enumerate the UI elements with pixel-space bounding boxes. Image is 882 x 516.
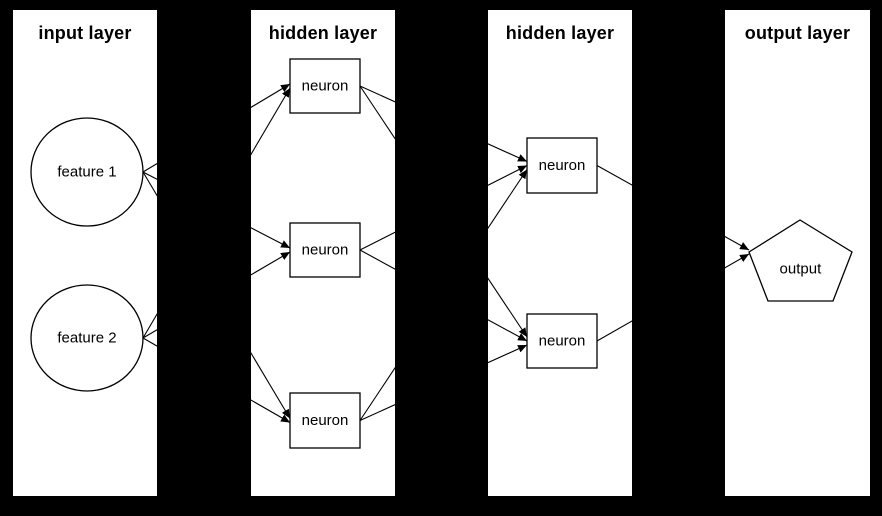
- node-label-h2-neuron-2: neuron: [539, 333, 586, 350]
- edge-h1-neuron-2-to-h2-neuron-2: [359, 249, 528, 342]
- edge-h2-neuron-2-to-output: [596, 253, 750, 342]
- node-feature-1: [30, 117, 144, 227]
- diagram-nodes: feature 1 feature 2 neuron neuron neuron neur…: [30, 58, 853, 449]
- panel-input-layer: input layer: [13, 10, 157, 496]
- edge-feature-2-to-h1-neuron-2: [142, 251, 291, 339]
- connection-edges: [142, 83, 750, 423]
- node-output: [748, 219, 853, 302]
- edge-h1-neuron-1-to-h2-neuron-2: [359, 85, 528, 338]
- edge-feature-1-to-h1-neuron-3: [142, 171, 291, 419]
- edge-h1-neuron-3-to-h2-neuron-1: [359, 169, 528, 421]
- node-label-h1-neuron-2: neuron: [302, 242, 349, 259]
- edge-feature-1-to-h1-neuron-1: [142, 83, 291, 173]
- node-label-h1-neuron-1: neuron: [302, 78, 349, 95]
- panel-hidden-layer-2: hidden layer: [488, 10, 632, 496]
- panel-title-input-layer: input layer: [38, 23, 132, 43]
- panel-title-hidden-layer-1: hidden layer: [268, 23, 378, 43]
- node-label-feature-1: feature 1: [57, 164, 116, 181]
- node-label-h1-neuron-3: neuron: [302, 412, 349, 429]
- node-h1-neuron-2: [289, 222, 361, 278]
- node-h2-neuron-1: [526, 137, 598, 194]
- panel-title-output-layer: output layer: [744, 23, 851, 43]
- node-label-output: output: [780, 261, 823, 278]
- node-h2-neuron-2: [526, 313, 598, 369]
- node-h1-neuron-3: [289, 392, 361, 449]
- edge-feature-1-to-h1-neuron-2: [142, 171, 291, 249]
- node-label-h2-neuron-1: neuron: [539, 157, 586, 174]
- edge-feature-2-to-h1-neuron-3: [142, 337, 291, 423]
- panel-title-hidden-layer-2: hidden layer: [505, 23, 615, 43]
- node-label-feature-2: feature 2: [57, 330, 116, 347]
- edge-feature-2-to-h1-neuron-1: [142, 87, 291, 339]
- edge-h2-neuron-1-to-output: [596, 165, 750, 251]
- node-feature-2: [30, 284, 144, 392]
- node-h1-neuron-1: [289, 58, 361, 114]
